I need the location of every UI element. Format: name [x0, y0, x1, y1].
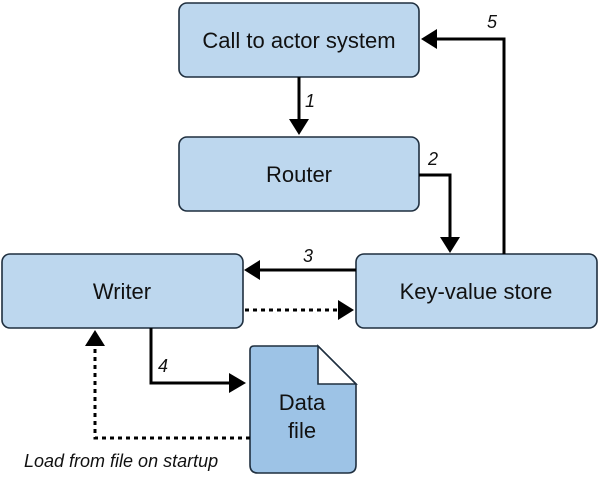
load-from-file-dashed-arrow: [85, 330, 250, 440]
data-file-node: Data file: [249, 344, 358, 474]
writer-label: Writer: [93, 279, 151, 304]
key-value-store-label: Key-value store: [400, 279, 553, 304]
data-file-label-line-2: file: [288, 418, 316, 443]
edge-1-label: 1: [305, 91, 315, 111]
data-file-label-line-1: Data: [279, 390, 326, 415]
writer-to-store-dashed-arrow: [245, 300, 354, 320]
edge-3-label: 3: [303, 246, 313, 266]
router-label: Router: [266, 162, 332, 187]
call-to-actor-system-label: Call to actor system: [202, 28, 395, 53]
key-value-store-node: Key-value store: [355, 253, 598, 329]
call-to-actor-system-node: Call to actor system: [178, 2, 420, 78]
edge-5-label: 5: [487, 12, 498, 32]
edge-2-arrow: [419, 173, 460, 253]
edge-4-label: 4: [158, 356, 168, 376]
writer-node: Writer: [1, 253, 244, 329]
edge-5-arrow: [421, 29, 506, 254]
load-from-file-label: Load from file on startup: [24, 451, 218, 471]
edge-4-arrow: [149, 328, 246, 393]
edge-3-arrow: [244, 260, 356, 280]
router-node: Router: [178, 136, 420, 212]
edge-2-label: 2: [427, 149, 438, 169]
edge-1-arrow: [289, 77, 309, 135]
